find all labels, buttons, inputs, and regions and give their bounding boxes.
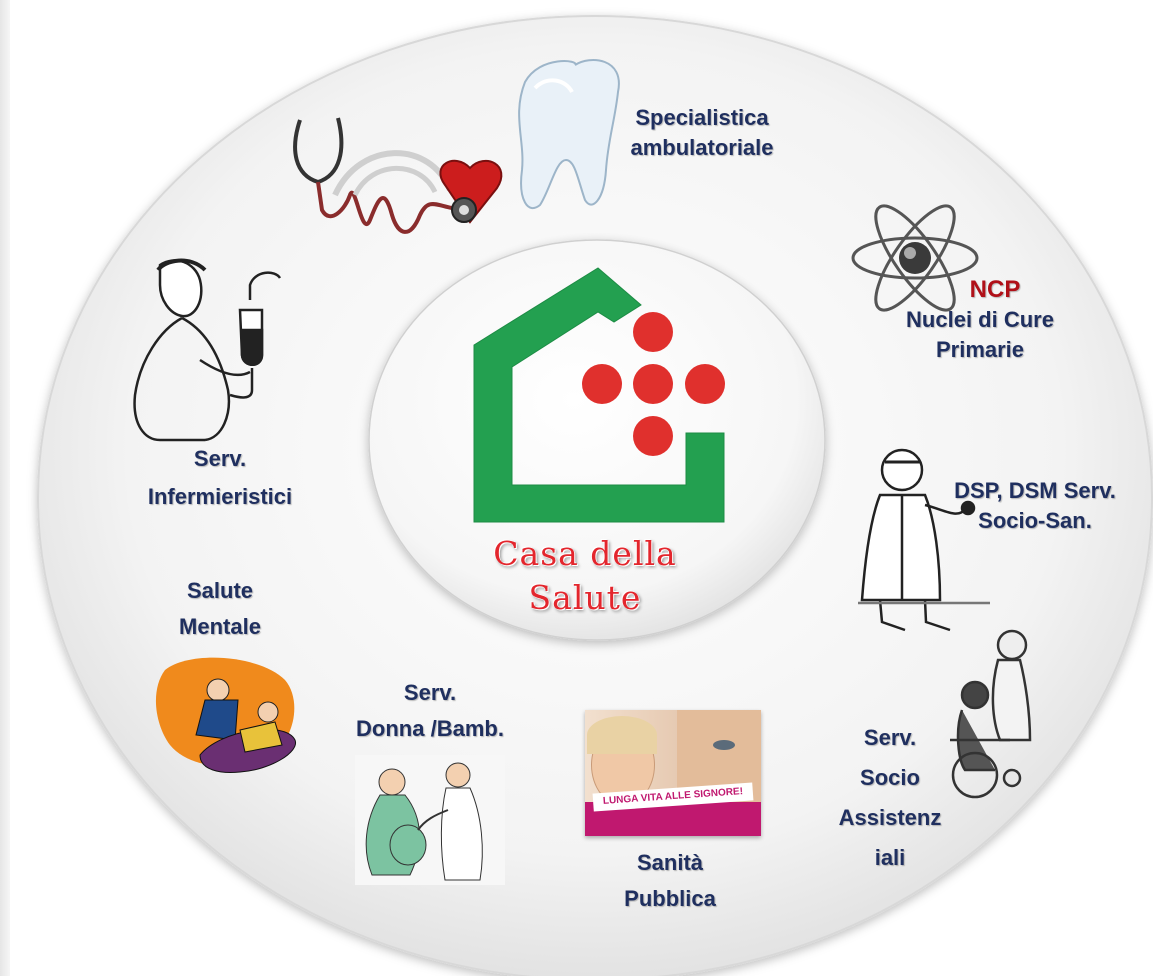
label-salute-line1: Salute (186, 578, 254, 603)
label-sanita-line2: Pubblica (624, 886, 716, 911)
doctor-icon (858, 448, 990, 632)
atom-icon (851, 204, 979, 312)
label-infermieristici-line1: Serv. (193, 446, 247, 471)
label-donna-line2: Donna /Bamb. (356, 716, 504, 741)
label-socio-line2: Socio (860, 765, 920, 790)
label-ncp-acronym: NCP (969, 276, 1021, 303)
label-donna-line1: Serv. (403, 680, 457, 705)
label-dsp-dsm: DSP, DSM Serv. Socio-San. (930, 476, 1140, 536)
therapist-couch-icon (155, 657, 296, 773)
pregnant-woman-doctor-icon (355, 755, 505, 885)
label-sanita-pubblica: Sanità Pubblica (590, 845, 750, 917)
center-title-line2: Salute (528, 578, 642, 617)
label-salute-line2: Mentale (179, 614, 261, 639)
label-infermieristici-line2: Infermieristici (147, 484, 293, 509)
label-ncp: NCP Nuclei di Cure Primarie (880, 275, 1080, 365)
label-specialistica: Specialistica ambulatoriale (612, 103, 792, 163)
label-ncp-line3: Primarie (935, 337, 1025, 362)
center-title: Casa della Salute (440, 532, 730, 620)
label-socio-line1: Serv. (863, 725, 917, 750)
label-socio-assistenziali: Serv. Socio Assistenz iali (820, 718, 960, 878)
red-dots-icon (582, 312, 725, 456)
label-donna-bamb: Serv. Donna /Bamb. (330, 675, 530, 747)
label-infermieristici: Serv. Infermieristici (120, 440, 320, 516)
wheelchair-icon (950, 629, 1032, 799)
label-salute-mentale: Salute Mentale (150, 573, 290, 645)
nurse-iv-icon (133, 258, 282, 442)
label-socio-line4: iali (874, 845, 906, 870)
label-socio-line3: Assistenz (838, 805, 942, 830)
tooth-icon (518, 58, 620, 209)
label-dsp-line1: DSP, DSM Serv. (954, 478, 1116, 503)
center-title-line1: Casa della (493, 534, 677, 573)
poster-eye (713, 740, 735, 750)
poster-hair (587, 716, 657, 754)
public-health-poster: LUNGA VITA ALLE SIGNORE! (585, 710, 761, 836)
label-specialistica-line2: ambulatoriale (630, 135, 774, 160)
label-ncp-line2: Nuclei di Cure (906, 307, 1054, 332)
label-specialistica-line1: Specialistica (635, 105, 769, 130)
house-icon (473, 267, 725, 523)
stethoscope-heart-icon (293, 117, 503, 234)
label-sanita-line1: Sanità (636, 850, 704, 875)
label-dsp-line2: Socio-San. (978, 508, 1092, 533)
